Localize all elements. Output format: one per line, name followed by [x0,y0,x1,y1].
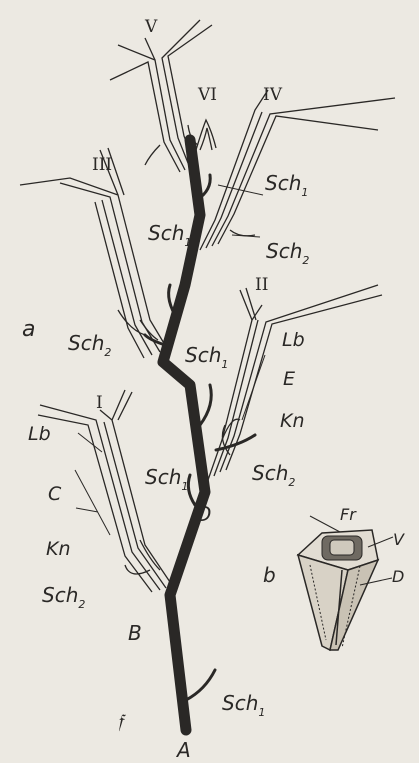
label-sch2-lower: Sch2 [42,583,85,611]
label-D-fruit: D [392,567,404,586]
label-VI: VI [197,85,217,105]
label-III: III [92,155,112,175]
label-sch2-right: Sch2 [252,461,295,489]
label-E: E [283,368,295,390]
label-IV: IV [263,85,283,105]
label-sch2-mid: Sch2 [68,331,111,359]
label-A: A [175,738,191,762]
label-II: II [255,275,268,295]
label-C: C [48,483,62,505]
label-B: B [128,621,142,645]
label-V: V [144,17,158,37]
label-panel-b: b [263,563,276,587]
label-sch1-lower: Sch1 [145,465,188,493]
label-sch2-upper: Sch2 [266,239,309,267]
label-Fr: Fr [340,505,357,524]
label-lb-left: Lb [28,423,51,445]
label-sch1-bottom: Sch1 [222,691,265,719]
label-sch1-upper: Sch1 [148,221,191,249]
label-D-stem: D [196,502,211,526]
label-sch1-mid: Sch1 [185,343,228,371]
label-mark: 𝔣 [117,709,126,733]
label-lb-right: Lb [282,329,305,351]
fruit-section [298,530,378,650]
label-panel-a: a [22,317,35,342]
label-V-fruit: V [393,530,405,549]
branch-IV [200,90,395,250]
label-kn-right: Kn [280,410,305,432]
branch-III [20,148,168,358]
label-kn-left: Kn [46,538,71,560]
label-I: I [96,393,103,413]
label-sch1-top: Sch1 [265,171,308,199]
